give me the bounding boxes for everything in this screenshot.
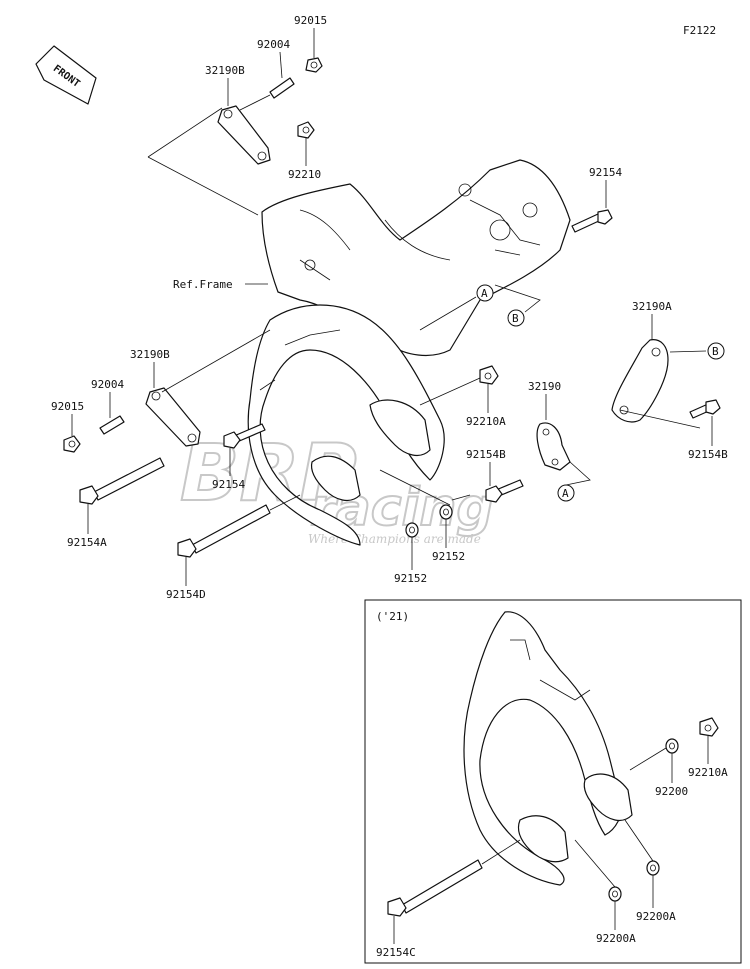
label-92210: 92210: [288, 168, 321, 181]
bolt-92154d: [177, 494, 301, 558]
bracket-32190: [536, 422, 591, 486]
washer-92152-a: [405, 522, 419, 538]
label-92154a: 92154A: [67, 536, 107, 549]
callout-b-right: B: [707, 342, 725, 360]
nut-92210: [297, 121, 315, 139]
label-92154c: 92154C: [376, 946, 416, 959]
bracket-32190b-left: [145, 329, 271, 447]
bolt-92154a: [79, 457, 165, 505]
nut-92015-top: [305, 57, 323, 73]
nut-92015-left: [63, 435, 81, 453]
bracket-32190b-top: [147, 105, 271, 216]
bolt-92154-top: [571, 209, 613, 233]
label-92154d: 92154D: [166, 588, 206, 601]
callout-b-top: B: [507, 309, 525, 327]
inset-variant-label: ('21): [376, 610, 409, 623]
svg-text:B: B: [512, 312, 519, 325]
callout-a-top: A: [476, 284, 494, 302]
label-92210a-inset: 92210A: [688, 766, 728, 779]
label-92154-mid: 92154: [212, 478, 245, 491]
engine-guard-main: [247, 304, 445, 546]
label-32190b-left: 32190B: [130, 348, 170, 361]
ref-frame-label: Ref.Frame: [173, 278, 233, 291]
label-92154b-mid: 92154B: [466, 448, 506, 461]
label-92154-top: 92154: [589, 166, 622, 179]
stud-92004-top: [239, 77, 295, 111]
stud-92004-left: [99, 415, 125, 435]
label-92152-a: 92152: [394, 572, 427, 585]
label-92200a-b: 92200A: [596, 932, 636, 945]
label-32190b-top: 32190B: [205, 64, 245, 77]
bolt-92154b-mid: [485, 479, 524, 503]
bolt-92154b-right: [689, 399, 721, 419]
front-arrow-icon: FRONT: [35, 45, 97, 105]
diagram-code: F2122: [683, 24, 716, 37]
label-92015-left: 92015: [51, 400, 84, 413]
bolt-92154-mid: [223, 423, 266, 449]
label-92154b-right: 92154B: [688, 448, 728, 461]
svg-text:A: A: [481, 287, 488, 300]
label-92152-b: 92152: [432, 550, 465, 563]
bracket-32190a: [611, 339, 707, 429]
svg-text:B: B: [712, 345, 719, 358]
svg-text:A: A: [562, 487, 569, 500]
nut-92210a-mid: [419, 365, 499, 406]
label-32190a: 32190A: [632, 300, 672, 313]
label-92004-left: 92004: [91, 378, 124, 391]
label-92015-top: 92015: [294, 14, 327, 27]
washer-92152-b: [439, 504, 453, 520]
label-92210a-mid: 92210A: [466, 415, 506, 428]
label-92004-top: 92004: [257, 38, 290, 51]
label-92200: 92200: [655, 785, 688, 798]
label-32190: 32190: [528, 380, 561, 393]
label-92200a-a: 92200A: [636, 910, 676, 923]
callout-a-mid: A: [557, 484, 575, 502]
inset-2021: ('21) 92210A 92200 92200A 92200A 92154C: [364, 599, 742, 964]
